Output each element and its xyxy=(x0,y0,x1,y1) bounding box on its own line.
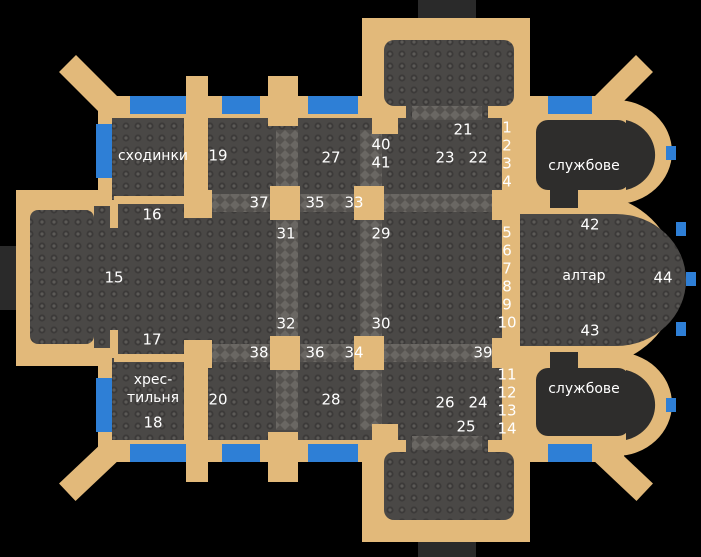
marker-9: 9 xyxy=(502,296,512,314)
marker-12: 12 xyxy=(497,384,516,402)
marker-28: 28 xyxy=(321,391,340,409)
marker-26: 26 xyxy=(435,394,454,412)
marker-21: 21 xyxy=(453,121,472,139)
marker-14: 14 xyxy=(497,420,516,438)
marker-13: 13 xyxy=(497,402,516,420)
marker-40: 40 xyxy=(371,136,390,154)
label-service-north: службове xyxy=(548,158,620,174)
marker-22: 22 xyxy=(468,149,487,167)
marker-16: 16 xyxy=(142,206,161,224)
marker-18: 18 xyxy=(143,414,162,432)
marker-17: 17 xyxy=(142,331,161,349)
north-entry-block xyxy=(418,0,476,22)
marker-33: 33 xyxy=(344,194,363,212)
room-labels: сходинки хрес- тильня алтар службове слу… xyxy=(118,148,620,406)
marker-7: 7 xyxy=(502,260,512,278)
label-baptistery-1: хрес- xyxy=(134,372,173,388)
marker-19: 19 xyxy=(208,147,227,165)
marker-10: 10 xyxy=(497,314,516,332)
marker-8: 8 xyxy=(502,278,512,296)
marker-35: 35 xyxy=(305,194,324,212)
marker-41: 41 xyxy=(371,154,390,172)
marker-37: 37 xyxy=(249,194,268,212)
marker-20: 20 xyxy=(208,391,227,409)
marker-23: 23 xyxy=(435,149,454,167)
marker-36: 36 xyxy=(305,344,324,362)
marker-3: 3 xyxy=(502,155,512,173)
marker-4: 4 xyxy=(502,173,512,191)
apse-niches xyxy=(626,120,656,440)
label-service-south: службове xyxy=(548,381,620,397)
marker-6: 6 xyxy=(502,242,512,260)
marker-24: 24 xyxy=(468,394,487,412)
windows xyxy=(96,96,696,462)
label-altar: алтар xyxy=(562,268,605,284)
pillars xyxy=(110,76,518,482)
marker-39: 39 xyxy=(473,344,492,362)
marker-5: 5 xyxy=(502,224,512,242)
marker-38: 38 xyxy=(249,344,268,362)
marker-32: 32 xyxy=(276,315,295,333)
label-baptistery-2: тильня xyxy=(127,390,179,406)
position-numbers: 1 2 3 4 5 6 7 8 9 10 11 12 13 14 15 16 1… xyxy=(104,119,672,438)
marker-27: 27 xyxy=(321,149,340,167)
floors xyxy=(30,40,686,520)
marker-34: 34 xyxy=(344,344,363,362)
west-entry-block xyxy=(0,246,16,310)
marker-42: 42 xyxy=(580,216,599,234)
marker-44: 44 xyxy=(653,269,672,287)
marker-1: 1 xyxy=(502,119,512,137)
marker-2: 2 xyxy=(502,137,512,155)
marker-15: 15 xyxy=(104,269,123,287)
marker-29: 29 xyxy=(371,225,390,243)
marker-25: 25 xyxy=(456,418,475,436)
marker-31: 31 xyxy=(276,225,295,243)
marker-11: 11 xyxy=(497,366,516,384)
service-rooms xyxy=(536,120,630,436)
marker-43: 43 xyxy=(580,322,599,340)
marker-30: 30 xyxy=(371,315,390,333)
label-stairs: сходинки xyxy=(118,148,188,164)
